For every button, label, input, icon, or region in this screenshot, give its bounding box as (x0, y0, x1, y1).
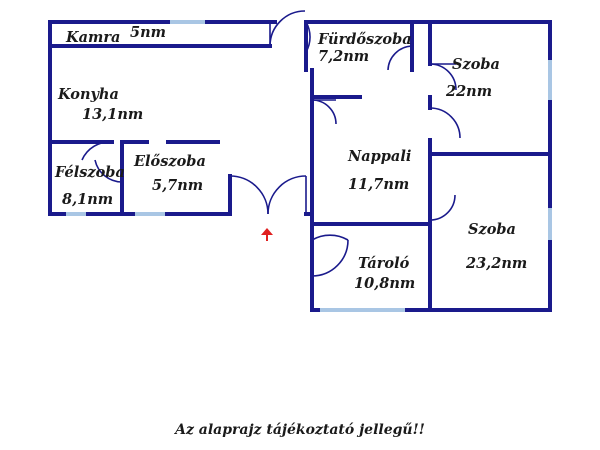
room-name-furdoszoba: Fürdőszoba (317, 31, 412, 48)
room-area-tarolo: 10,8nm (354, 275, 415, 292)
room-name-szoba-1: Szoba (452, 56, 500, 73)
walls (48, 20, 552, 312)
room-area-szoba-1: 22nm (445, 83, 492, 100)
disclaimer-caption: Az alaprajz tájékoztató jellegű!! (175, 422, 425, 438)
room-name-szoba-2: Szoba (468, 221, 516, 238)
room-name-nappali: Nappali (347, 148, 411, 165)
room-area-furdoszoba: 7,2nm (318, 48, 369, 65)
room-area-konyha: 13,1nm (82, 106, 143, 123)
doors (81, 10, 461, 277)
windows (66, 20, 552, 312)
room-area-felszoba: 8,1nm (62, 191, 113, 208)
room-area-kamra: 5nm (130, 24, 166, 41)
room-area-nappali: 11,7nm (348, 176, 409, 193)
room-area-eloszoba: 5,7nm (152, 177, 203, 194)
room-area-szoba-2: 23,2nm (465, 255, 527, 272)
entrance-arrow (261, 228, 273, 241)
room-name-konyha: Konyha (57, 86, 119, 103)
room-name-kamra: Kamra (65, 29, 120, 46)
room-name-eloszoba: Előszoba (133, 153, 206, 170)
room-name-felszoba: Félszoba (54, 164, 125, 181)
room-name-tarolo: Tároló (358, 255, 410, 272)
